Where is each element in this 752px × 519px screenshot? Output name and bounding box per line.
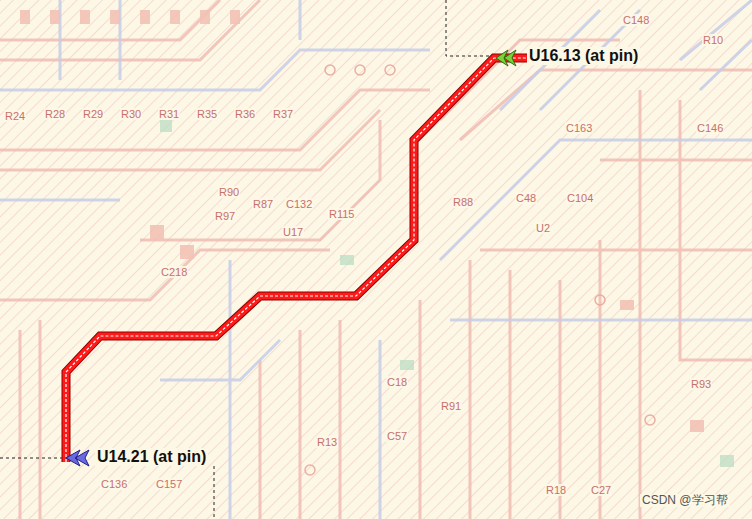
refdes: R29 (82, 108, 104, 120)
refdes: C146 (696, 122, 724, 134)
refdes: C27 (590, 484, 612, 496)
refdes: C57 (386, 430, 408, 442)
refdes: R37 (272, 108, 294, 120)
refdes: C136 (100, 478, 128, 490)
refdes: R87 (252, 198, 274, 210)
refdes: R35 (196, 108, 218, 120)
pin-label: U16.13 (at pin) (527, 47, 640, 65)
refdes: R90 (218, 186, 240, 198)
refdes: R18 (545, 484, 567, 496)
refdes: C132 (285, 198, 313, 210)
refdes: R36 (234, 108, 256, 120)
refdes: R31 (158, 108, 180, 120)
refdes: U2 (535, 222, 551, 234)
pin-label: U14.21 (at pin) (95, 448, 208, 466)
refdes: R10 (702, 34, 724, 46)
refdes: C163 (565, 122, 593, 134)
refdes: C48 (515, 192, 537, 204)
refdes: R115 (328, 208, 355, 220)
refdes: C157 (155, 478, 183, 490)
refdes: R24 (4, 110, 26, 122)
refdes: C104 (566, 192, 594, 204)
refdes: R88 (452, 196, 474, 208)
refdes: R28 (44, 108, 66, 120)
watermark: CSDN @学习帮 (640, 494, 730, 507)
refdes: C218 (160, 266, 188, 278)
refdes: R93 (690, 378, 712, 390)
refdes: C148 (622, 14, 650, 26)
refdes: C18 (386, 376, 408, 388)
refdes: U17 (282, 226, 304, 238)
refdes: R13 (316, 436, 338, 448)
refdes: R30 (120, 108, 142, 120)
refdes: R91 (440, 400, 462, 412)
refdes: R97 (214, 210, 236, 222)
